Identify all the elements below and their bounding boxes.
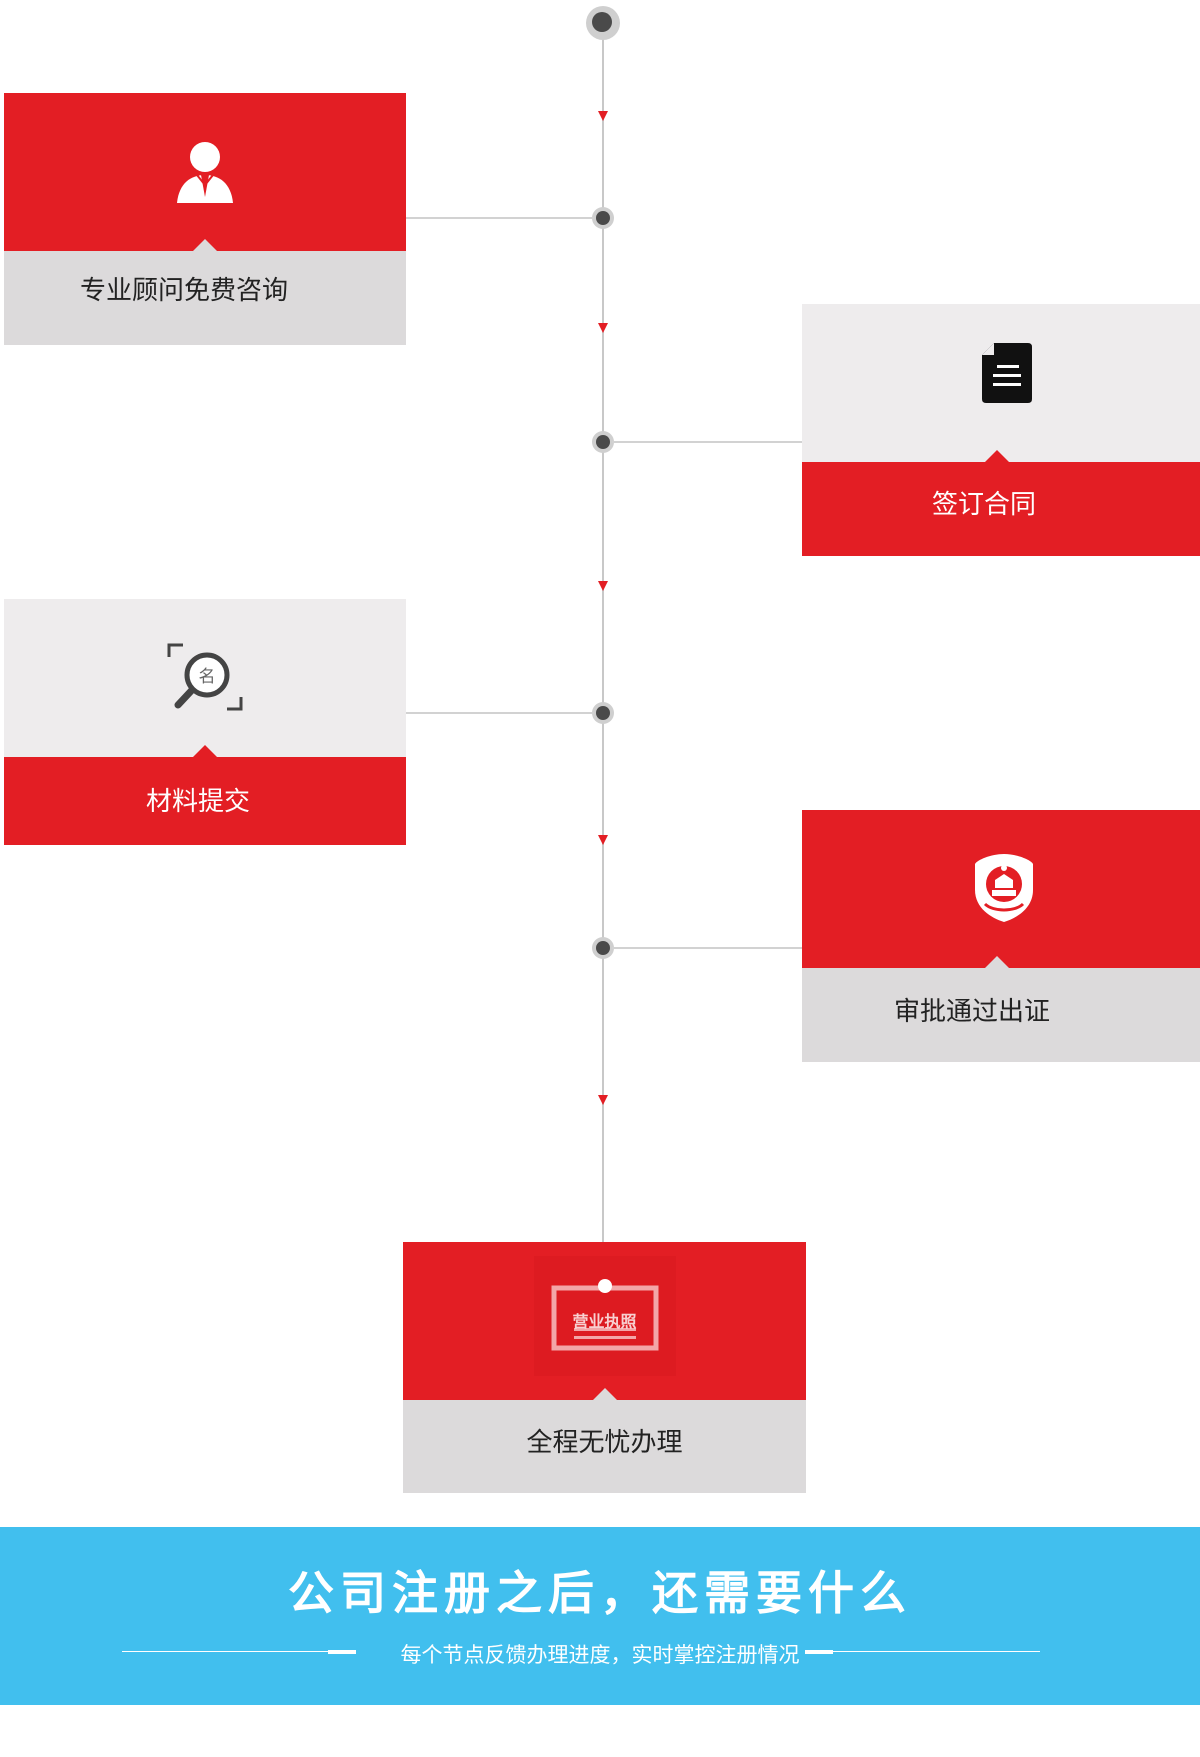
card-footer	[403, 1400, 806, 1493]
step-label: 全程无忧办理	[526, 1428, 683, 1458]
banner-subtitle: 每个节点反馈办理进度，实时掌控注册情况	[400, 1643, 800, 1667]
license-text: 营业执照	[572, 1312, 637, 1331]
banner-title: 公司注册之后，还需要什么	[288, 1566, 912, 1620]
connector-line	[612, 947, 802, 949]
banner-divider-dash	[328, 1650, 356, 1654]
timeline-node-core	[596, 941, 610, 955]
after-registration-banner: 公司注册之后，还需要什么 每个节点反馈办理进度，实时掌控注册情况	[0, 1527, 1200, 1705]
card-footer	[802, 968, 1200, 1062]
step-card-contract: 签订合同	[802, 304, 1200, 556]
timeline-arrow	[598, 1095, 608, 1105]
document-icon	[980, 341, 1034, 405]
banner-divider-left	[122, 1651, 334, 1652]
svg-text:名: 名	[199, 667, 216, 687]
timeline-node	[592, 431, 614, 453]
timeline-node-core	[596, 435, 610, 449]
emblem-icon	[971, 852, 1037, 924]
timeline-line	[602, 22, 604, 1242]
card-footer	[4, 757, 406, 845]
step-card-materials: 名 材料提交	[4, 599, 406, 851]
card-notch	[985, 450, 1009, 462]
timeline-start-node	[586, 6, 620, 40]
card-notch	[193, 239, 217, 251]
connector-line	[406, 217, 594, 219]
timeline-start-node-core	[592, 12, 612, 32]
step-label: 审批通过出证	[894, 997, 1051, 1027]
timeline-arrow	[598, 835, 608, 845]
consultant-icon	[173, 141, 237, 205]
banner-divider-right	[832, 1651, 1040, 1652]
step-card-worry-free: 营业执照 全程无忧办理	[403, 1242, 806, 1493]
step-card-consultation: 专业顾问免费咨询	[4, 93, 406, 345]
timeline-arrow	[598, 111, 608, 121]
card-notch	[193, 745, 217, 757]
timeline-node	[592, 702, 614, 724]
card-footer	[4, 251, 406, 345]
step-label: 专业顾问免费咨询	[80, 276, 289, 306]
card-notch	[985, 956, 1009, 968]
card-notch	[592, 1388, 617, 1400]
timeline-node	[592, 207, 614, 229]
connector-line	[612, 441, 802, 443]
step-label: 签订合同	[931, 490, 1036, 520]
step-card-approval: 审批通过出证	[802, 810, 1200, 1062]
business-license-icon: 营业执照	[533, 1256, 676, 1376]
banner-divider-dash	[805, 1650, 833, 1654]
timeline-arrow	[598, 323, 608, 333]
timeline-arrow	[598, 581, 608, 591]
connector-line	[406, 712, 594, 714]
step-label: 材料提交	[145, 787, 250, 817]
timeline-node-core	[596, 211, 610, 225]
timeline-node-core	[596, 706, 610, 720]
timeline-node	[592, 937, 614, 959]
card-footer	[802, 462, 1200, 556]
name-search-icon: 名	[165, 641, 245, 713]
